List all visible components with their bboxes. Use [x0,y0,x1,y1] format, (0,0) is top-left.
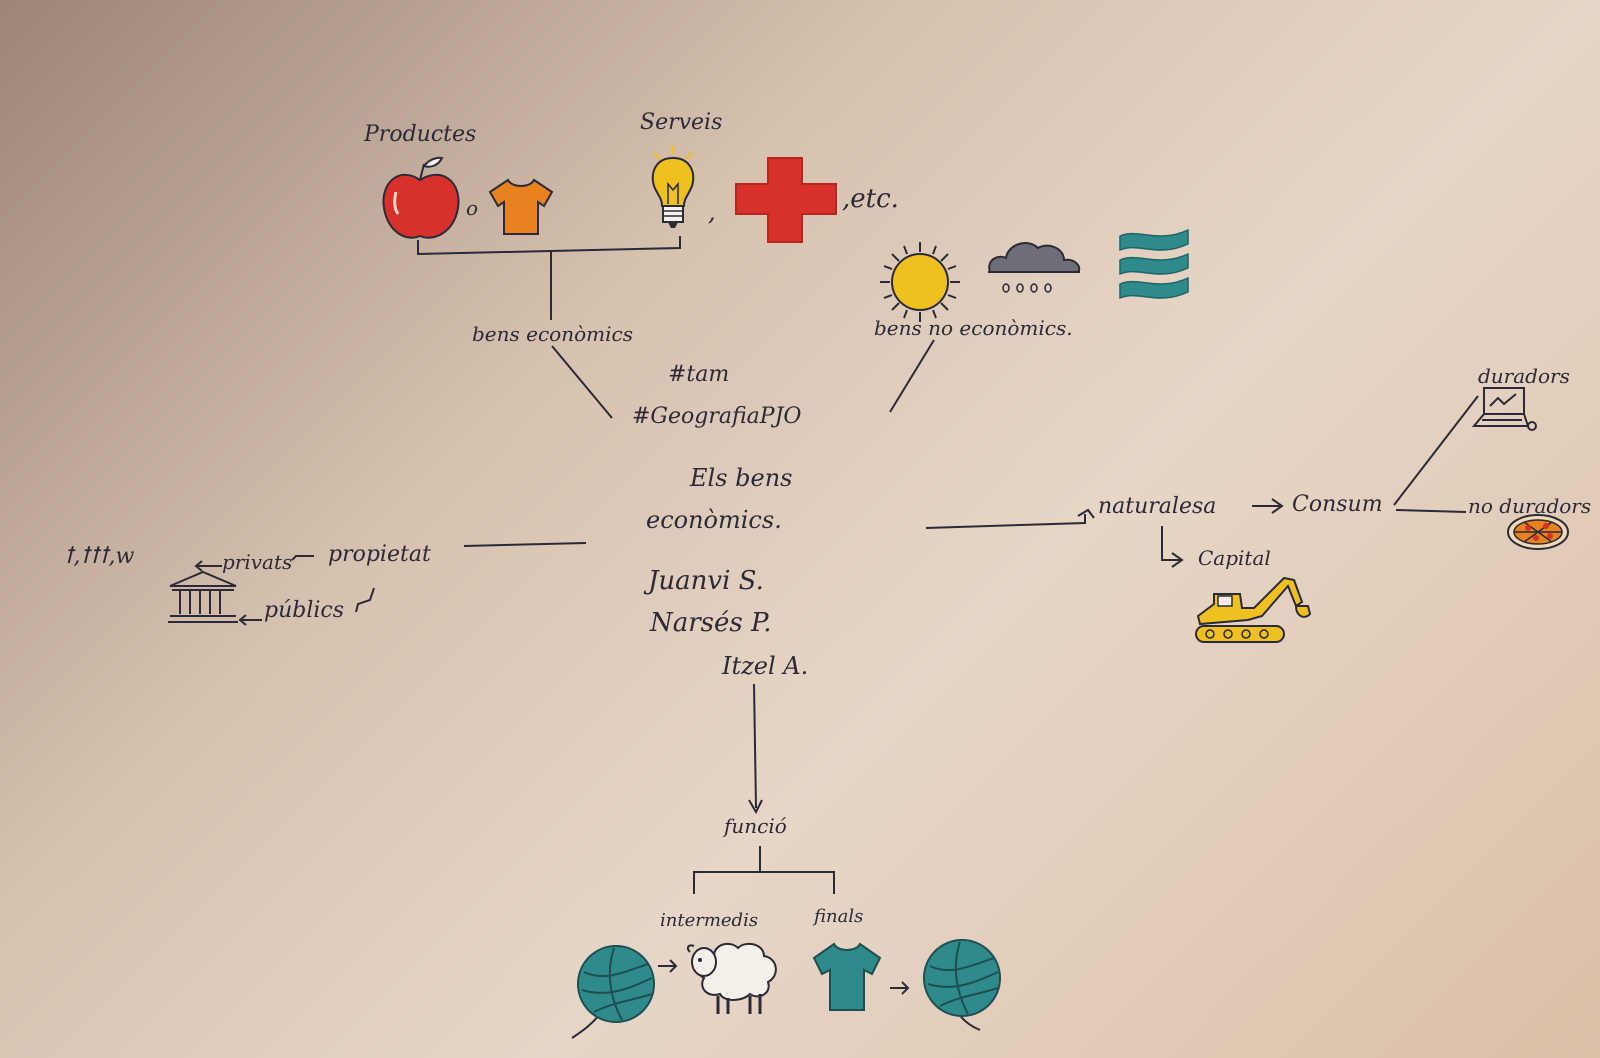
red-cross-icon [735,157,837,243]
productes-label: Productes [364,122,477,147]
tshirt-orange-icon [488,178,554,235]
author-itzel: Itzel A. [722,652,809,680]
water-waves-icon [1119,228,1189,300]
yarn-ball-left-icon [577,945,655,1023]
publics-label: públics [264,598,345,623]
sun-icon [880,242,960,322]
title-line2: econòmics. [646,506,782,534]
tshirt-teal-icon [812,942,882,1011]
laptop-icon [1471,387,1537,431]
intermedis-label: intermedis [660,910,759,931]
o-connector: o [466,196,479,220]
bens-economics-label: bens econòmics [472,322,633,346]
finals-label: finals [814,906,864,927]
title-line1: Els bens [690,464,793,492]
yarn-ball-right-icon [923,939,1001,1017]
propietat-label: propietat [328,542,431,567]
apple-icon [382,156,460,239]
no-duradors-label: no duradors [1468,494,1592,518]
naturalesa-label: naturalesa [1098,494,1217,519]
etc-label: ,etc. [842,184,899,214]
lightbulb-icon [651,146,695,228]
privats-label: privats [222,550,293,574]
consum-label: Consum [1292,492,1383,517]
author-juanvi: Juanvi S. [648,566,764,596]
duradors-label: duradors [1478,364,1570,388]
comma-separator: , [708,198,716,226]
serveis-label: Serveis [640,110,723,135]
public-building-icon [168,570,238,623]
author-narses: Narsés P. [650,608,772,638]
hashtag-tam: #tam [668,362,730,387]
pizza-icon [1507,514,1569,550]
capital-label: Capital [1198,546,1271,570]
people-marks: ꝉ,ꝉꝉꝉ,w [64,544,135,569]
sheep-icon [686,942,777,1014]
rain-cloud-icon [988,242,1081,293]
funcio-label: funció [724,814,787,838]
hashtag-geografia: #GeografiaPJO [632,404,802,429]
bens-no-economics-label: bens no econòmics. [874,316,1073,340]
excavator-icon [1195,576,1312,643]
